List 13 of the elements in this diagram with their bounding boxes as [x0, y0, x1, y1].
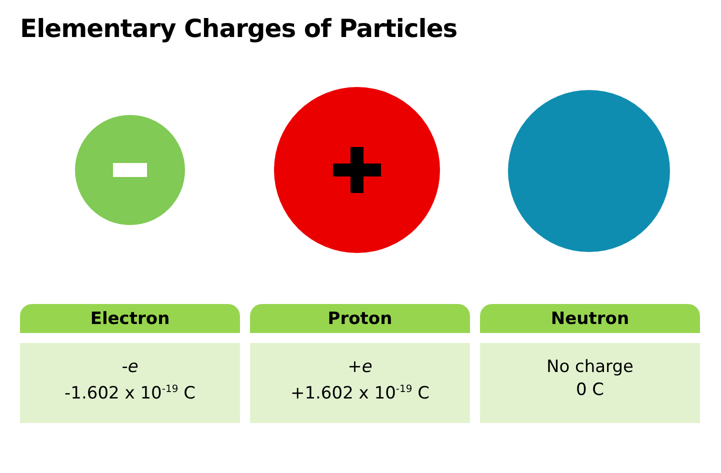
charge-value: 0 C — [574, 379, 606, 401]
charge-value: -1.602 x 10$^{-19}$ C — [64, 382, 196, 405]
charge-value: +1.602 x 10$^{-19}$ C — [289, 382, 431, 405]
neutron-circle — [508, 90, 670, 252]
column-header: Neutron — [480, 304, 700, 333]
charge-symbol: -e — [120, 356, 140, 378]
proton-circle — [274, 87, 440, 253]
charge-symbol: No charge — [545, 356, 634, 378]
column-header: Electron — [20, 304, 240, 333]
title: Elementary Charges of Particles — [20, 14, 458, 43]
column-header: Proton — [250, 304, 470, 333]
electron-circle — [75, 115, 185, 225]
charge-symbol: +e — [346, 356, 374, 378]
